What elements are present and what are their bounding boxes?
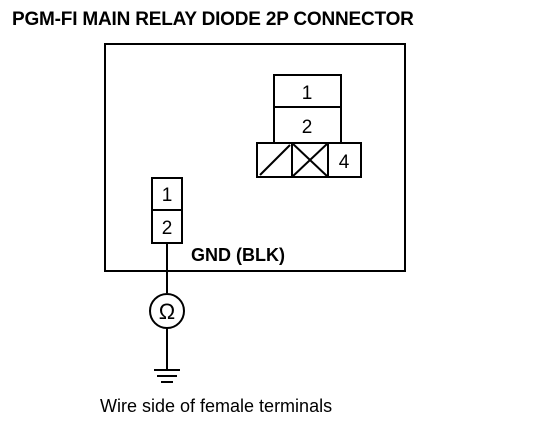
- empty-cavity-slash: [259, 144, 291, 176]
- ohmmeter: Ω: [149, 293, 185, 329]
- terminal-4-label: 4: [339, 152, 350, 173]
- caption: Wire side of female terminals: [100, 396, 333, 416]
- main-connector: 1 2 4: [256, 74, 362, 178]
- probe-connector: 1 2: [151, 177, 183, 244]
- probe-terminal-2-label: 2: [162, 218, 173, 239]
- probe-terminal-1-label: 1: [162, 185, 173, 206]
- gnd-label: GND (BLK): [191, 245, 285, 265]
- ground-icon: [154, 369, 180, 383]
- diagram-title: PGM-FI MAIN RELAY DIODE 2P CONNECTOR: [12, 9, 414, 30]
- ohm-symbol-icon: Ω: [159, 299, 175, 324]
- connector-frame: [104, 43, 406, 272]
- terminal-2-label: 2: [302, 117, 313, 138]
- connector-body: [256, 142, 362, 178]
- crossed-cavity-x2: [291, 142, 329, 178]
- terminal-1-label: 1: [302, 83, 313, 104]
